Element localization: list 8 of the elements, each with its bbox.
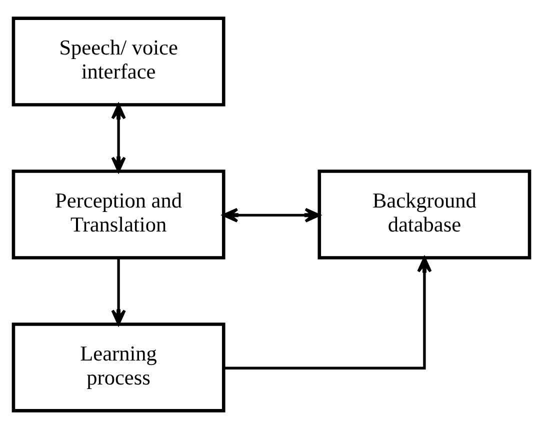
node-box: Perception and Translation [12, 170, 226, 260]
node-box: Speech/ voice interface [12, 16, 226, 106]
arrow [111, 258, 126, 326]
arrow [224, 256, 432, 370]
arrow [111, 104, 126, 172]
node-box: Learning process [12, 322, 226, 412]
arrow [222, 208, 320, 222]
node-box: Background database [318, 170, 532, 260]
